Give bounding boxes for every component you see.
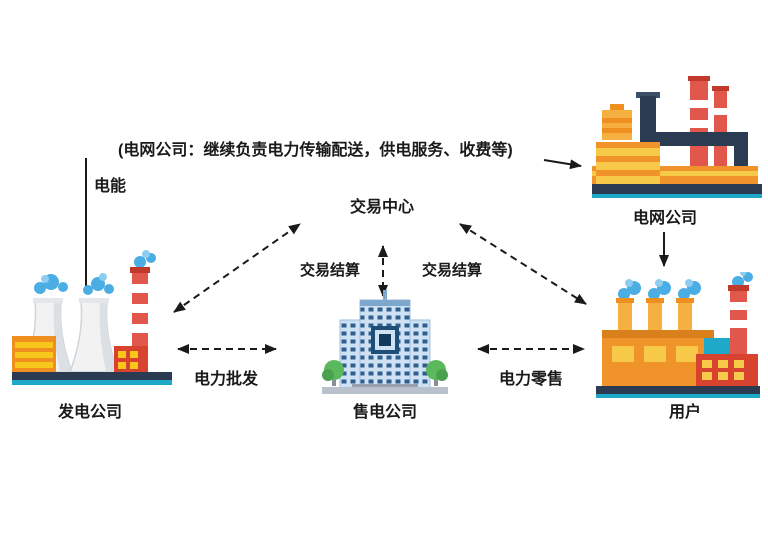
settlement-right-label: 交易结算	[422, 262, 483, 279]
grid-block-icon	[592, 142, 758, 184]
trading-center-label: 交易中心	[350, 199, 415, 216]
grid-company-label: 电网公司	[633, 210, 698, 227]
seller-company-label: 售电公司	[353, 404, 418, 421]
office-tower-icon	[339, 290, 431, 389]
factory-chimneys-icon	[616, 285, 749, 360]
factory-buildings-icon	[602, 330, 758, 386]
retail-label: 电力零售	[499, 371, 564, 388]
plant-buildings-icon	[12, 336, 148, 372]
factory-base	[596, 386, 760, 398]
energy-label: 电能	[94, 178, 127, 195]
factory-smoke-icon	[618, 272, 753, 300]
grid-base	[592, 184, 762, 198]
grid-chimneys-icon	[688, 76, 729, 180]
user-factory-illustration	[596, 272, 760, 398]
generation-company-label: 发电公司	[58, 404, 123, 421]
arrow-note-to-grid	[543, 159, 582, 170]
wholesale-label: 电力批发	[194, 371, 259, 388]
user-label: 用户	[669, 404, 702, 421]
grid-responsibility-note: (电网公司：继续负责电力传输配送，供电服务、收费等)	[118, 142, 513, 159]
office-ground	[322, 384, 448, 394]
seller-building-illustration	[322, 290, 448, 394]
grid-company-illustration	[592, 76, 762, 198]
plant-base	[12, 372, 172, 385]
smoke-puffs-icon	[34, 250, 156, 295]
grid-tank-icon	[602, 104, 632, 140]
settlement-left-label: 交易结算	[300, 262, 361, 279]
generation-plant-illustration	[12, 250, 172, 385]
arrow-generation-trading-center	[173, 223, 301, 313]
tree-icon	[322, 360, 448, 386]
